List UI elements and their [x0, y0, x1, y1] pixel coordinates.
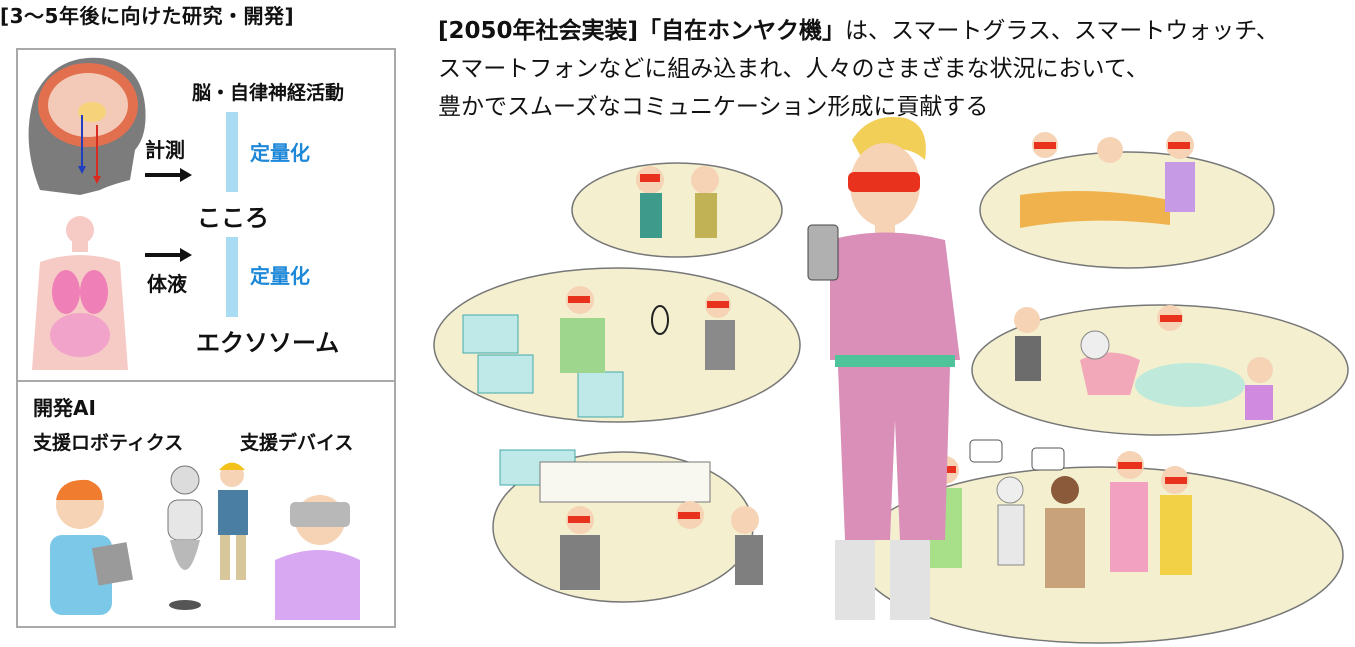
device-name: 「自在ホンヤク機」	[638, 18, 846, 44]
body-icon	[32, 216, 128, 370]
quantify-bar-2	[226, 237, 238, 317]
bracket-label: [2050年社会実装]	[438, 18, 639, 44]
kokoro-label: こころ	[197, 204, 269, 232]
description-line-2: スマートフォンなどに組み込まれ、人々のさまざまな状況において、	[438, 56, 1149, 82]
worker-with-tablet	[218, 462, 248, 580]
scene-group-robot	[856, 439, 1344, 644]
support-robotics-label: 支援ロボティクス	[33, 432, 184, 454]
brain-icon	[28, 57, 146, 195]
social-implementation-description: [2050年社会実装]「自在ホンヤク機」は、スマートグラス、スマートウォッチ、 …	[438, 12, 1343, 126]
child-with-tablet	[50, 479, 134, 615]
smartphone-icon	[807, 224, 839, 281]
scene-conversation-top-left	[571, 162, 783, 258]
quantify-label-1: 定量化	[250, 141, 310, 165]
arrow-right-icon	[145, 168, 192, 262]
scene-classroom	[971, 304, 1349, 436]
quantify-label-2: 定量化	[250, 264, 310, 288]
tablet-icon	[91, 542, 134, 586]
brain-activity-label: 脳・自律神経活動	[192, 82, 345, 104]
dev-ai-label: 開発AI	[33, 396, 96, 420]
quantify-bar-1	[226, 112, 238, 192]
scene-sports	[433, 267, 801, 423]
description-line-1: [2050年社会実装]「自在ホンヤク機」は、スマートグラス、スマートウォッチ、	[438, 12, 1343, 50]
vr-headset-person	[275, 495, 360, 620]
exosome-label: エクソソーム	[196, 329, 340, 357]
smart-glasses-icon	[848, 172, 920, 192]
measure-label: 計測	[145, 138, 185, 162]
vr-headset-icon	[290, 502, 350, 527]
central-figure	[807, 116, 960, 620]
research-frame	[16, 48, 396, 628]
scene-dining	[979, 131, 1275, 269]
body-fluid-label: 体液	[147, 272, 187, 296]
robot-icon	[167, 465, 203, 610]
description-line-1-rest: は、スマートグラス、スマートウォッチ、	[845, 18, 1279, 44]
frame-divider	[18, 380, 394, 382]
description-line-3: 豊かでスムーズなコミュニケーション形成に貢献する	[438, 94, 989, 120]
left-panel-heading: [3～5年後に向けた研究・開発]	[0, 4, 295, 28]
support-device-label: 支援デバイス	[240, 432, 354, 454]
scene-meeting	[492, 449, 763, 603]
